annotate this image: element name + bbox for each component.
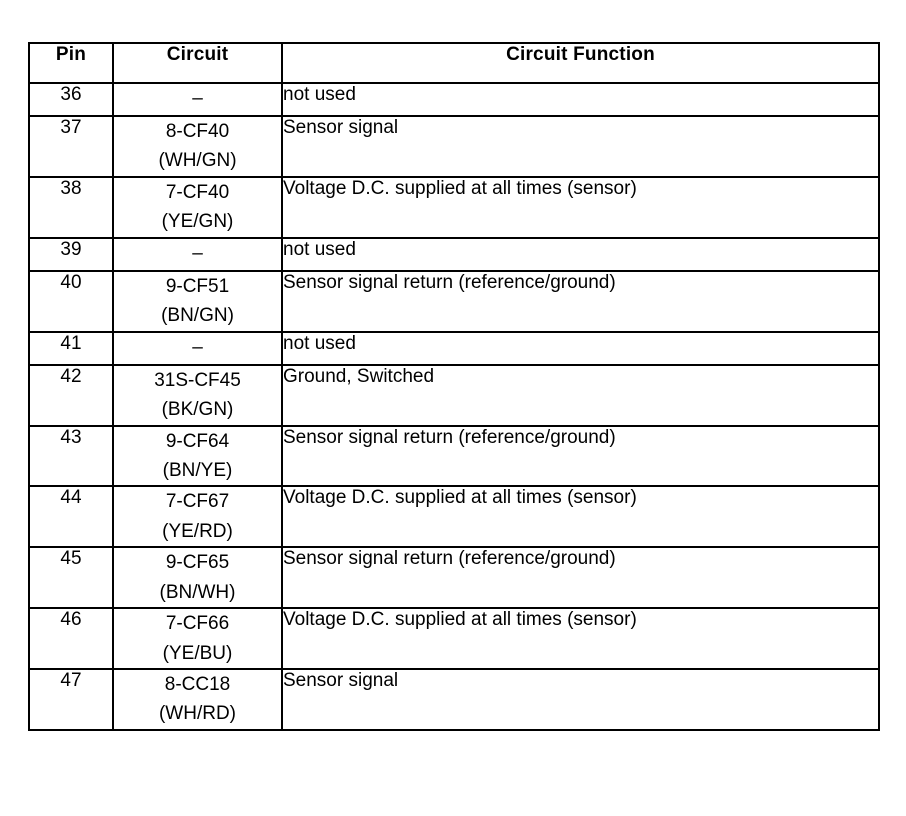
circuit-wire-color: (BN/YE) — [162, 459, 233, 481]
cell-pin: 45 — [28, 546, 114, 610]
cell-pin: 42 — [28, 363, 114, 427]
cell-circuit: 9-CF51 (BN/GN) — [112, 269, 283, 333]
circuit-code: 9-CF64 — [165, 430, 230, 452]
circuit-code: 9-CF51 — [165, 275, 230, 297]
circuit-wire-color: (YE/GN) — [161, 211, 234, 233]
cell-circuit: 8-CC18 (WH/RD) — [112, 668, 283, 731]
cell-pin: 40 — [28, 269, 114, 333]
cell-circuit-function: not used — [281, 82, 880, 117]
column-header-circuit-function: Circuit Function — [281, 42, 880, 84]
circuit-wire-color: (WH/GN) — [158, 150, 237, 172]
circuit-wire-color: (YE/RD) — [162, 520, 233, 542]
circuit-none-dash: – — [192, 88, 203, 109]
table-row: 47 8-CC18 (WH/RD) Sensor signal — [28, 668, 880, 731]
cell-circuit-function: Sensor signal return (reference/ground) — [281, 424, 880, 488]
cell-circuit-function: Sensor signal return (reference/ground) — [281, 269, 880, 333]
cell-circuit-function: Ground, Switched — [281, 363, 880, 427]
cell-circuit: 9-CF64 (BN/YE) — [112, 424, 283, 488]
cell-circuit: 7-CF66 (YE/BU) — [112, 607, 283, 670]
table-row: 43 9-CF64 (BN/YE) Sensor signal return (ref… — [28, 424, 880, 488]
circuit-code: 7-CF40 — [165, 181, 230, 203]
cell-circuit-function: Sensor signal — [281, 668, 880, 731]
cell-circuit-function: not used — [281, 236, 880, 272]
table-row: 41 – not used — [28, 330, 880, 366]
cell-pin: 37 — [28, 115, 114, 178]
table-row: 38 7-CF40 (YE/GN) Voltage D.C. supplied at … — [28, 175, 880, 239]
table-row: 45 9-CF65 (BN/WH) Sensor signal return (ref… — [28, 546, 880, 610]
table-row: 44 7-CF67 (YE/RD) Voltage D.C. supplied at … — [28, 485, 880, 549]
circuit-code: 8-CF40 — [165, 121, 230, 142]
circuit-code: 9-CF65 — [165, 552, 230, 574]
cell-circuit: – — [112, 236, 283, 272]
column-header-circuit: Circuit — [112, 42, 283, 84]
circuit-code: 7-CF66 — [165, 613, 230, 635]
cell-circuit-function: not used — [281, 330, 880, 366]
connector-pin-assignment-table: Pin Circuit Circuit Function 36 – not used… — [28, 42, 880, 731]
cell-circuit-function: Voltage D.C. supplied at all times (sens… — [281, 175, 880, 239]
circuit-code: 7-CF67 — [165, 491, 230, 513]
circuit-wire-color: (BK/GN) — [161, 399, 234, 421]
cell-pin: 46 — [28, 607, 114, 670]
table-row: 39 – not used — [28, 236, 880, 272]
cell-circuit-function: Voltage D.C. supplied at all times (sens… — [281, 607, 880, 670]
table-row: 36 – not used — [28, 82, 880, 117]
table-header-row: Pin Circuit Circuit Function — [28, 42, 880, 84]
cell-pin: 41 — [28, 330, 114, 366]
cell-pin: 43 — [28, 424, 114, 488]
column-header-pin: Pin — [28, 42, 114, 84]
cell-circuit: 31S-CF45 (BK/GN) — [112, 363, 283, 427]
cell-circuit-function: Sensor signal return (reference/ground) — [281, 546, 880, 610]
cell-circuit: – — [112, 330, 283, 366]
circuit-wire-color: (BN/GN) — [161, 305, 234, 327]
circuit-wire-color: (BN/WH) — [159, 581, 236, 603]
table-row: 37 8-CF40 (WH/GN) Sensor signal — [28, 115, 880, 178]
cell-pin: 44 — [28, 485, 114, 549]
cell-pin: 38 — [28, 175, 114, 239]
circuit-none-dash: – — [192, 336, 203, 358]
cell-pin: 47 — [28, 668, 114, 731]
table-row: 42 31S-CF45 (BK/GN) Ground, Switched — [28, 363, 880, 427]
table-row: 46 7-CF66 (YE/BU) Voltage D.C. supplied at … — [28, 607, 880, 670]
table-row: 40 9-CF51 (BN/GN) Sensor signal return (ref… — [28, 269, 880, 333]
circuit-none-dash: – — [192, 242, 203, 264]
cell-pin: 39 — [28, 236, 114, 272]
cell-circuit: – — [112, 82, 283, 117]
circuit-code: 8-CC18 — [164, 674, 231, 695]
cell-circuit: 9-CF65 (BN/WH) — [112, 546, 283, 610]
cell-pin: 36 — [28, 82, 114, 117]
cell-circuit: 7-CF67 (YE/RD) — [112, 485, 283, 549]
circuit-wire-color: (YE/BU) — [162, 642, 233, 664]
table-header: Pin Circuit Circuit Function — [28, 42, 880, 84]
cell-circuit: 8-CF40 (WH/GN) — [112, 115, 283, 178]
cell-circuit: 7-CF40 (YE/GN) — [112, 175, 283, 239]
cell-circuit-function: Sensor signal — [281, 115, 880, 178]
circuit-wire-color: (WH/RD) — [158, 703, 237, 725]
cell-circuit-function: Voltage D.C. supplied at all times (sens… — [281, 485, 880, 549]
circuit-code: 31S-CF45 — [154, 369, 241, 391]
